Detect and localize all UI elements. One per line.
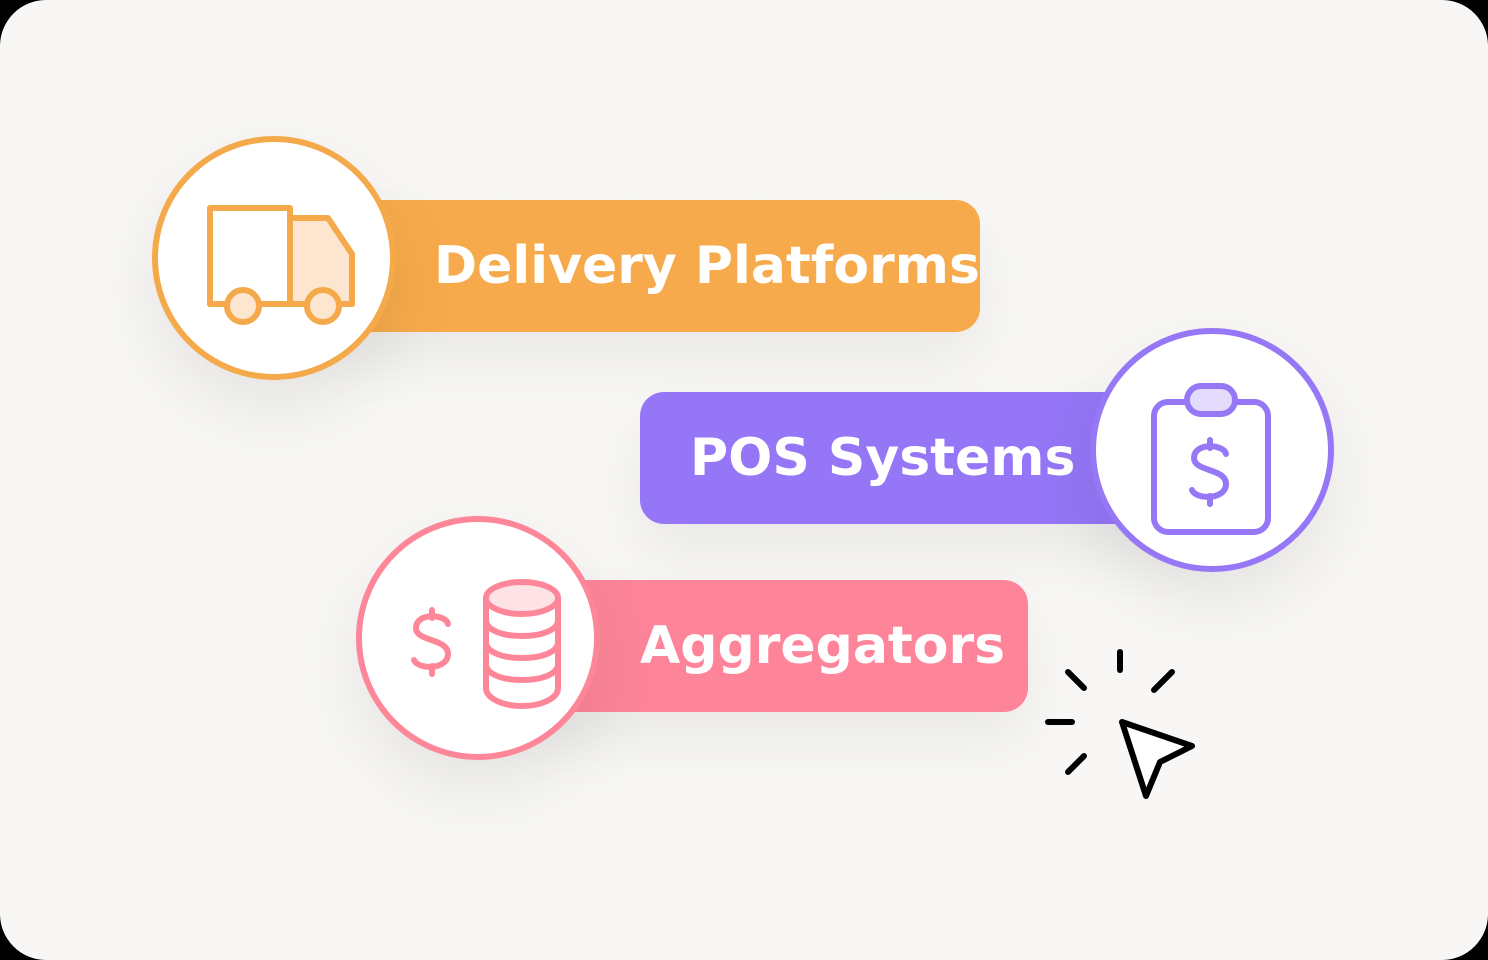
aggregators-label: Aggregators (640, 616, 1006, 676)
clipboard-dollar-icon (1151, 383, 1271, 535)
delivery-platforms-badge (152, 136, 396, 380)
pos-systems-label: POS Systems (690, 428, 1076, 488)
delivery-platforms-label: Delivery Platforms (434, 236, 980, 296)
aggregators-pill[interactable]: Aggregators (520, 580, 1028, 712)
dollar-coin-stack-icon (411, 579, 561, 709)
delivery-platforms-pill[interactable]: Delivery Platforms (330, 200, 980, 332)
aggregators-badge (356, 516, 600, 760)
delivery-truck-icon (207, 205, 355, 325)
cursor-click-icon (1045, 649, 1195, 799)
pos-systems-badge (1090, 328, 1334, 572)
